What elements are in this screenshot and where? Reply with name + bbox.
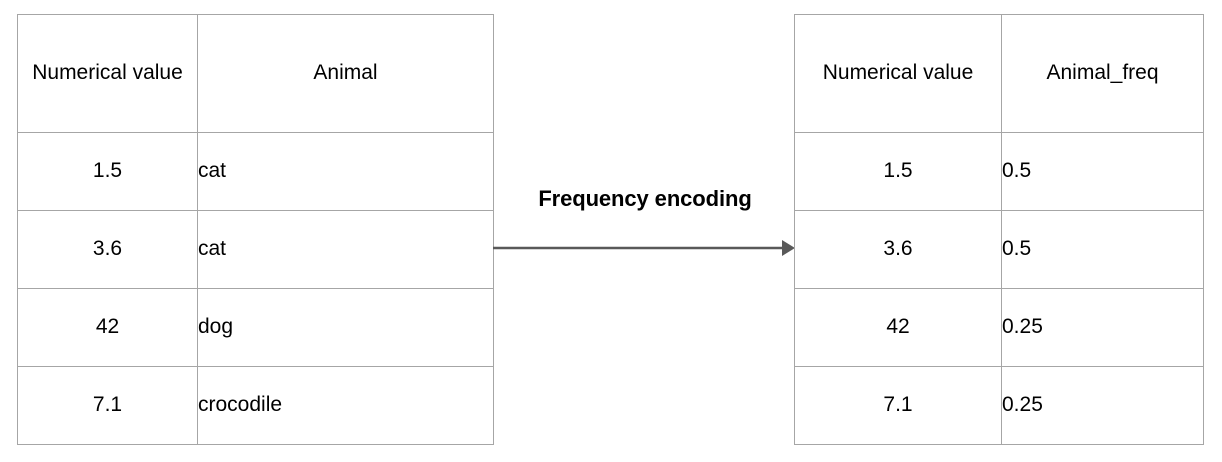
cell-numerical-value: 7.1 bbox=[794, 366, 1002, 445]
table-row: 1.5 cat bbox=[17, 132, 494, 211]
cell-animal-freq: 0.25 bbox=[1001, 366, 1204, 445]
table-row: 42 0.25 bbox=[794, 288, 1204, 367]
table-row: 7.1 crocodile bbox=[17, 366, 494, 445]
cell-animal-freq: 0.5 bbox=[1001, 210, 1204, 289]
cell-numerical-value: 3.6 bbox=[794, 210, 1002, 289]
cell-animal-freq: 0.5 bbox=[1001, 132, 1204, 211]
cell-numerical-value: 3.6 bbox=[17, 210, 198, 289]
cell-numerical-value: 42 bbox=[794, 288, 1002, 367]
column-header-numerical-value: Numerical value bbox=[794, 14, 1002, 133]
table-row: 1.5 0.5 bbox=[794, 132, 1204, 211]
cell-animal: cat bbox=[197, 132, 494, 211]
table-header-row: Numerical value Animal bbox=[17, 14, 494, 133]
transform-label: Frequency encoding bbox=[538, 186, 752, 211]
column-header-numerical-value: Numerical value bbox=[17, 14, 198, 133]
cell-animal: crocodile bbox=[197, 366, 494, 445]
cell-numerical-value: 1.5 bbox=[17, 132, 198, 211]
column-header-animal-freq: Animal_freq bbox=[1001, 14, 1204, 133]
cell-animal: cat bbox=[197, 210, 494, 289]
table-row: 3.6 cat bbox=[17, 210, 494, 289]
result-table: Numerical value Animal_freq 1.5 0.5 3.6 … bbox=[794, 14, 1204, 445]
cell-animal: dog bbox=[197, 288, 494, 367]
cell-numerical-value: 7.1 bbox=[17, 366, 198, 445]
table-row: 7.1 0.25 bbox=[794, 366, 1204, 445]
table-row: 3.6 0.5 bbox=[794, 210, 1204, 289]
source-table: Numerical value Animal 1.5 cat 3.6 cat 4… bbox=[17, 14, 494, 445]
arrow-right-icon bbox=[493, 240, 795, 256]
cell-numerical-value: 1.5 bbox=[794, 132, 1002, 211]
transform-group: Frequency encoding bbox=[490, 186, 800, 276]
column-header-animal: Animal bbox=[197, 14, 494, 133]
cell-numerical-value: 42 bbox=[17, 288, 198, 367]
table-row: 42 dog bbox=[17, 288, 494, 367]
cell-animal-freq: 0.25 bbox=[1001, 288, 1204, 367]
table-header-row: Numerical value Animal_freq bbox=[794, 14, 1204, 133]
